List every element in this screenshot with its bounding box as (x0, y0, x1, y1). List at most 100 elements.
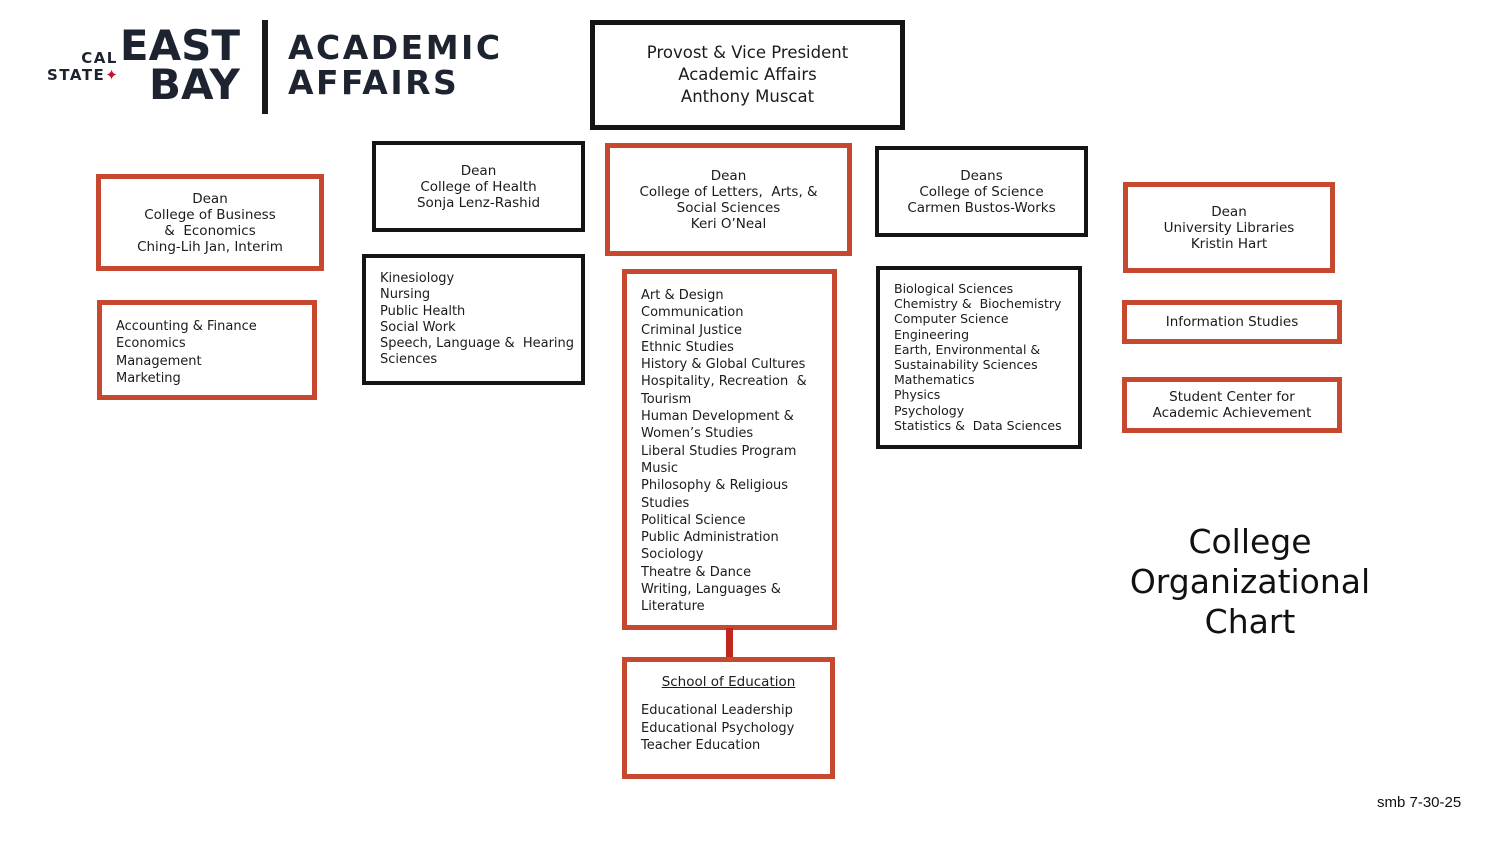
logo-east-text: EAST (119, 21, 240, 70)
list-item: Chart (1204, 602, 1296, 641)
list-item: Carmen Bustos-Works (907, 199, 1056, 216)
list-item: Educational Leadership (641, 703, 793, 718)
list-item: History & Global Cultures (641, 357, 806, 373)
list-item: Physics (894, 387, 941, 403)
list-item: Academic Affairs (678, 65, 817, 84)
list-item: Communication (641, 305, 744, 321)
list-item: Educational Psychology (641, 720, 795, 736)
list-item: Dean (192, 190, 228, 207)
logo-state-text: STATE (47, 66, 106, 84)
list-item: Statistics & Data Sciences (894, 417, 1062, 433)
list-item: Nursing (380, 287, 431, 303)
letters-to-education-connector (726, 628, 733, 659)
logo-wordmark: CAL STATE✦ EAST BAY (47, 20, 240, 109)
list-item: Economics (116, 336, 186, 352)
list-item: Music (641, 460, 678, 476)
list-item: Sociology (641, 547, 704, 563)
logo-divider-bar (261, 20, 268, 114)
list-item: Hospitality, Recreation & Tourism (641, 374, 811, 407)
list-item: Political Science (641, 512, 746, 528)
list-item: Keri O’Neal (690, 215, 767, 232)
list-item: Information Studies (1165, 314, 1299, 330)
list-item: Human Development & Women’s Studies (641, 409, 798, 442)
list-item: Theatre & Dance (641, 564, 752, 580)
list-item: Ching-Lih Jan, Interim (137, 238, 283, 255)
list-item: Kristin Hart (1190, 235, 1268, 252)
list-item: AFFAIRS (287, 63, 460, 102)
list-item: Ethnic Studies (641, 339, 734, 355)
list-item: Public Health (380, 303, 466, 319)
list-item: Teacher Education (641, 738, 761, 754)
list-item: College of Health (420, 178, 537, 195)
list-item: Sonja Lenz-Rashid (416, 194, 541, 211)
credit-text: smb 7-30-25 (1377, 794, 1462, 811)
list-item: College of Business (144, 206, 276, 223)
list-item: Writing, Languages & Literature (641, 582, 786, 615)
logo-state-row: STATE✦ (47, 67, 118, 84)
list-item: Marketing (116, 370, 181, 386)
list-item: Criminal Justice (641, 322, 742, 338)
list-item: Management (116, 353, 202, 369)
list-item: College of Letters, Arts, & (639, 183, 818, 200)
list-item: Liberal Studies Program (641, 443, 797, 459)
list-item: Dean (460, 162, 497, 179)
list-item: Speech, Language & Hearing Sciences (380, 336, 579, 368)
list-item: University Libraries (1163, 219, 1295, 236)
list-item: Mathematics (894, 372, 975, 388)
logo-cal-state: CAL STATE✦ (47, 50, 118, 84)
list-item: Dean (1211, 203, 1247, 220)
logo-east-bay: EAST BAY (119, 21, 240, 109)
list-item: Art & Design (641, 288, 724, 303)
list-item: Kinesiology (380, 271, 455, 286)
list-item: Deans (960, 167, 1003, 184)
list-item: Philosophy & Religious Studies (641, 478, 793, 511)
list-item: Earth, Environmental & Sustainability Sc… (894, 341, 1045, 373)
list-item: Computer Science (894, 311, 1009, 327)
list-item: Biological Sciences (894, 281, 1014, 296)
list-item: Dean (710, 167, 747, 184)
logo-cal-text: CAL (81, 49, 118, 67)
star-icon: ✦ (105, 66, 118, 84)
school-of-education-heading: School of Education (661, 674, 796, 690)
logo-bay-text: BAY (149, 60, 240, 109)
list-item: Organizational (1129, 562, 1371, 601)
list-item: Public Administration (641, 530, 779, 546)
list-item: Academic Achievement (1152, 405, 1312, 421)
information-studies-box: Information Studies (1122, 300, 1342, 344)
list-item: Engineering (894, 326, 969, 342)
list-item: College (1188, 522, 1312, 561)
list-item: Social Sciences (676, 199, 781, 216)
list-item: & Economics (164, 222, 256, 239)
list-item: Anthony Muscat (680, 87, 815, 106)
list-item: Accounting & Finance (116, 319, 257, 334)
list-item: College of Science (919, 183, 1044, 200)
information-studies-text: Information Studies (1127, 305, 1337, 339)
list-item: Psychology (894, 402, 965, 418)
list-item: Provost & Vice President (646, 43, 849, 62)
